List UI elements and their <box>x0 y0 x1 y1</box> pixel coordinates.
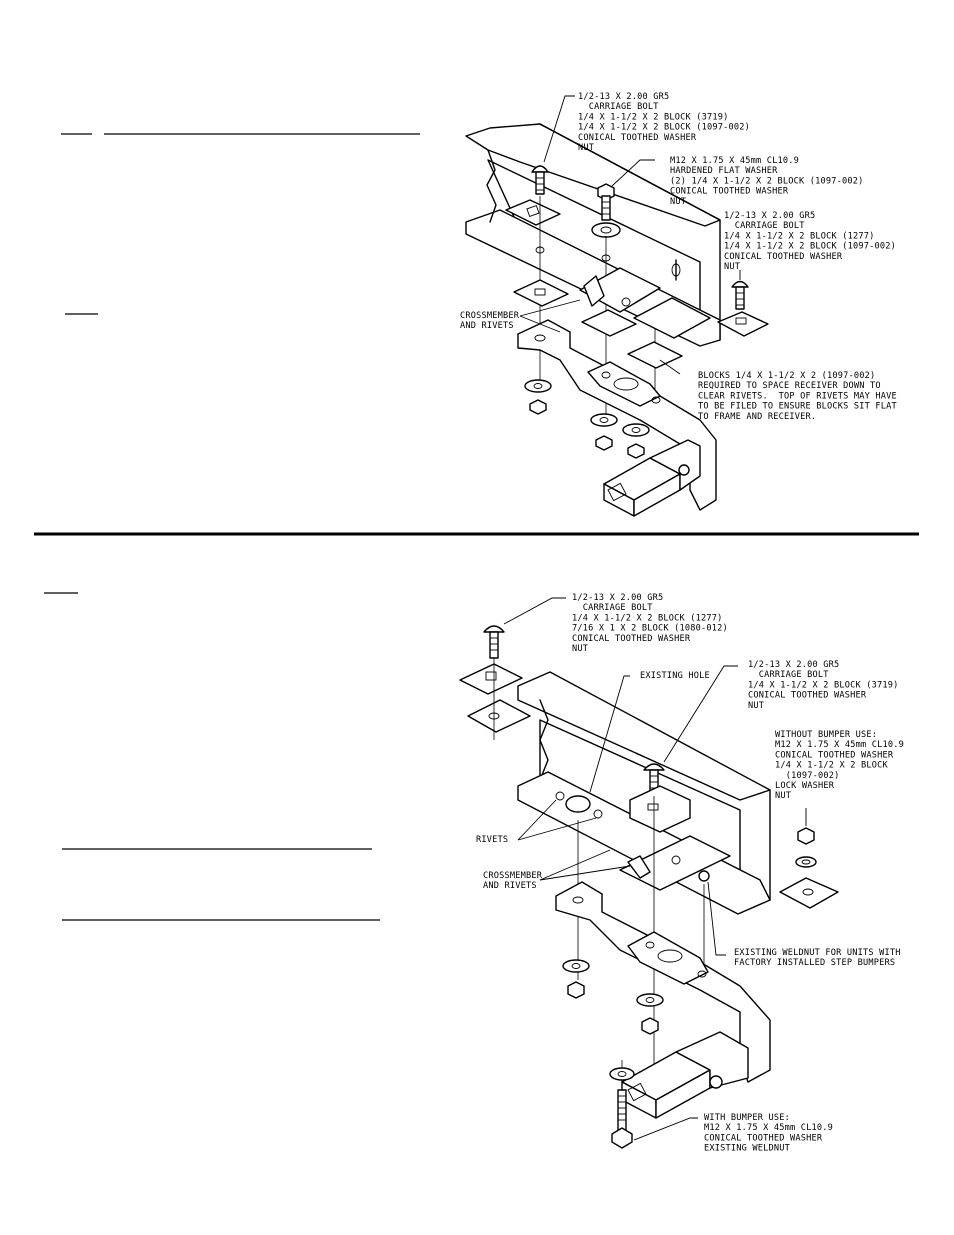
callout-line: 1/2-13 X 2.00 GR5 <box>724 211 815 221</box>
callout-line: BLOCKS 1/4 X 1-1/2 X 2 (1097-002) <box>698 371 875 381</box>
callout-line: LOCK WASHER <box>775 781 835 791</box>
callout-line: M12 X 1.75 X 45mm CL10.9 <box>775 740 904 750</box>
callout-top-blocks-note: BLOCKS 1/4 X 1-1/2 X 2 (1097-002)REQUIRE… <box>698 371 897 422</box>
callout-line: REQUIRED TO SPACE RECEIVER DOWN TO <box>698 381 881 391</box>
callout-line: (1097-002) <box>775 771 840 781</box>
callout-line: WITHOUT BUMPER USE: <box>775 730 877 740</box>
callout-line: 1/4 X 1-1/2 X 2 BLOCK (1277) <box>572 613 722 623</box>
callout-line: 1/2-13 X 2.00 GR5 <box>578 92 669 102</box>
callout-line: AND RIVETS <box>483 881 537 891</box>
callout-line: 1/4 X 1-1/2 X 2 BLOCK (1097-002) <box>724 242 896 252</box>
callout-line: CONICAL TOOTHED WASHER <box>775 750 894 760</box>
callout-line: HARDENED FLAT WASHER <box>670 166 778 176</box>
callout-existing-hole: EXISTING HOLE <box>640 671 710 681</box>
callout-rivets: RIVETS <box>476 835 508 845</box>
callout-line: CONICAL TOOTHED WASHER <box>724 252 843 262</box>
callout-line: RIVETS <box>476 835 508 845</box>
callout-line: (2) 1/4 X 1-1/2 X 2 BLOCK (1097-002) <box>670 176 863 186</box>
callout-line: CONICAL TOOTHED WASHER <box>578 133 697 143</box>
bottom-assembly-drawing <box>459 597 839 1149</box>
callout-line: NUT <box>748 701 764 711</box>
callout-line: 7/16 X 1 X 2 BLOCK (1080-012) <box>572 624 728 634</box>
callout-line: CONICAL TOOTHED WASHER <box>670 187 789 197</box>
callout-line: NUT <box>724 262 740 272</box>
callout-line: NUT <box>670 197 686 207</box>
callout-line: CONICAL TOOTHED WASHER <box>748 691 867 701</box>
callout-line: NUT <box>775 791 791 801</box>
callout-line: 1/4 X 1-1/2 X 2 BLOCK (3719) <box>748 680 898 690</box>
callout-line: NUT <box>578 143 594 153</box>
callout-without-bumper: WITHOUT BUMPER USE:M12 X 1.75 X 45mm CL1… <box>775 730 904 801</box>
callout-line: FACTORY INSTALLED STEP BUMPERS <box>734 958 895 968</box>
callout-line: CARRIAGE BOLT <box>578 102 659 112</box>
callout-line: CARRIAGE BOLT <box>572 603 653 613</box>
callout-line: CLEAR RIVETS. TOP OF RIVETS MAY HAVE <box>698 391 897 401</box>
callout-line: NUT <box>572 644 588 654</box>
callout-line: CARRIAGE BOLT <box>724 221 805 231</box>
callout-line: M12 X 1.75 X 45mm CL10.9 <box>670 156 799 166</box>
callout-line: 1/4 X 1-1/2 X 2 BLOCK <box>775 761 888 771</box>
callout-line: 1/4 X 1-1/2 X 2 BLOCK (1277) <box>724 231 874 241</box>
callout-with-bumper: WITH BUMPER USE:M12 X 1.75 X 45mm CL10.9… <box>704 1113 833 1154</box>
callout-line: TO BE FILED TO ENSURE BLOCKS SIT FLAT <box>698 402 897 412</box>
callout-line: AND RIVETS <box>460 321 514 331</box>
callout-line: EXISTING WELDNUT <box>704 1144 790 1154</box>
callout-line: EXISTING WELDNUT FOR UNITS WITH <box>734 948 901 958</box>
callout-line: CROSSMEMBER <box>460 311 520 321</box>
callout-line: CARRIAGE BOLT <box>748 670 829 680</box>
top-assembly-drawing <box>465 95 769 517</box>
left-underlines <box>44 133 420 921</box>
callout-line: 1/4 X 1-1/2 X 2 BLOCK (3719) <box>578 112 728 122</box>
callout-line: EXISTING HOLE <box>640 671 710 681</box>
callout-line: CROSSMEMBER <box>483 871 543 881</box>
callout-line: CONICAL TOOTHED WASHER <box>572 634 691 644</box>
callout-line: 1/4 X 1-1/2 X 2 BLOCK (1097-002) <box>578 123 750 133</box>
callout-line: WITH BUMPER USE: <box>704 1113 790 1123</box>
callout-line: 1/2-13 X 2.00 GR5 <box>748 660 839 670</box>
callout-line: CONICAL TOOTHED WASHER <box>704 1133 823 1143</box>
callout-line: TO FRAME AND RECEIVER. <box>698 412 816 422</box>
callout-line: 1/2-13 X 2.00 GR5 <box>572 593 663 603</box>
callout-line: M12 X 1.75 X 45mm CL10.9 <box>704 1123 833 1133</box>
